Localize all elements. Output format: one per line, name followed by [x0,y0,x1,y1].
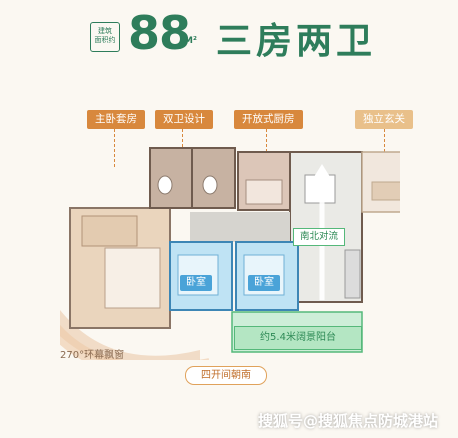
label-open-kitchen: 开放式厨房 [234,110,303,129]
label-bedroom-b: 卧室 [248,275,280,291]
label-entrance: 独立玄关 [355,110,413,129]
toilet-2 [202,175,218,195]
balcony [231,311,363,353]
label-four-south: 四开间朝南 [185,366,267,385]
area-badge: 建筑 面积约 [90,22,120,52]
master-bed [104,247,161,309]
layout-type-title: 三房两卫 [216,21,377,62]
corridor [190,212,290,242]
area-unit-text: M² [184,36,197,46]
sofa [344,249,361,299]
panorama-window-shape [60,310,200,360]
entrance-cabinet [371,181,400,201]
floor-plan [60,147,400,360]
label-balcony: 约5.4米阔景阳台 [260,332,336,343]
toilet-1 [157,175,173,195]
watermark: 搜狐号@搜狐焦点防城港站 [258,412,439,430]
badge-line2: 面积约 [94,36,116,44]
balcony-label-box: 约5.4米阔景阳台 [234,326,362,350]
area-value: 88 [128,6,191,60]
label-double-bath: 双卫设计 [155,110,213,129]
label-master-suite: 主卧套房 [87,110,145,129]
master-closet [81,215,138,247]
label-panorama: 270°环幕飘窗 [60,350,125,361]
pin-open-kitchen [266,129,267,167]
kitchen-counter [245,179,283,205]
label-north-south: 南北对流 [293,228,346,246]
area-unit: M² [180,36,197,46]
pin-master-suite [114,129,115,167]
label-bedroom-a: 卧室 [180,275,212,291]
pin-entrance [384,129,385,167]
badge-line1: 建筑 [98,27,112,35]
airflow-arrow-head [312,164,332,180]
